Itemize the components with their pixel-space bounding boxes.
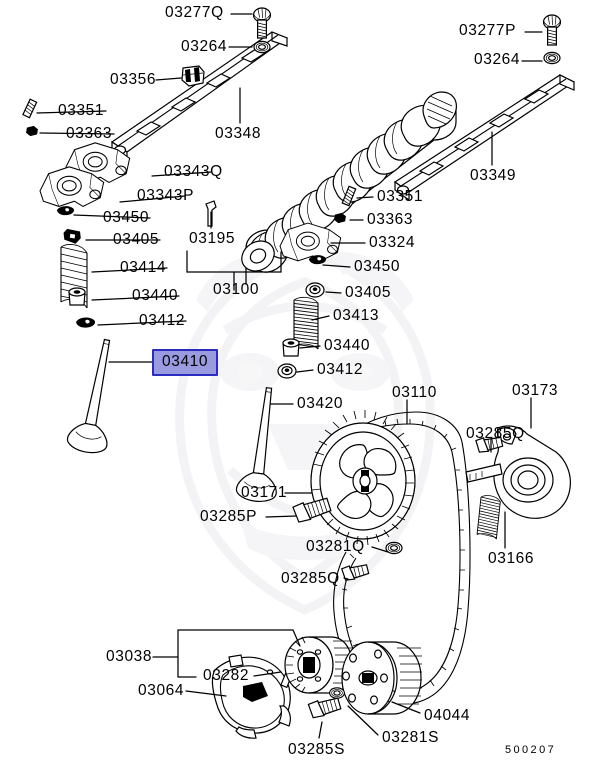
part-label-03110[interactable]: 03110 bbox=[392, 384, 437, 401]
part-label-03282[interactable]: 03282 bbox=[203, 667, 250, 684]
part-03173-tensioner bbox=[465, 425, 571, 519]
part-label-03343p[interactable]: 03343P bbox=[137, 187, 195, 204]
part-03285S-bolt bbox=[307, 697, 342, 719]
part-label-03285s[interactable]: 03285S bbox=[288, 741, 346, 758]
part-03285Q-bolt-tensioner bbox=[475, 436, 504, 453]
part-label-03324[interactable]: 03324 bbox=[369, 234, 416, 251]
part-label-03285q[interactable]: 03285Q bbox=[466, 425, 525, 442]
part-label-03166[interactable]: 03166 bbox=[488, 550, 535, 567]
part-03038-oil-pump-sprocket bbox=[284, 636, 353, 694]
part-label-03195[interactable]: 03195 bbox=[189, 230, 236, 247]
part-03351-adjust-screw-left bbox=[22, 98, 38, 119]
part-label-03038[interactable]: 03038 bbox=[106, 648, 153, 665]
part-label-03277q[interactable]: 03277Q bbox=[165, 4, 224, 21]
part-03351-adjust-screw-right bbox=[341, 185, 357, 207]
part-label-03281s[interactable]: 03281S bbox=[382, 729, 440, 746]
part-label-03349[interactable]: 03349 bbox=[470, 167, 517, 184]
part-03349-rocker-shaft bbox=[393, 74, 576, 202]
part-label-03412[interactable]: 03412 bbox=[139, 312, 186, 329]
part-label-03171[interactable]: 03171 bbox=[241, 484, 288, 501]
part-label-03450[interactable]: 03450 bbox=[354, 258, 401, 275]
part-label-03281q[interactable]: 03281Q bbox=[306, 538, 365, 555]
part-03285P-bolt bbox=[292, 497, 332, 523]
part-03285Q-bolt-center bbox=[341, 564, 370, 581]
part-label-03356[interactable]: 03356 bbox=[110, 71, 157, 88]
part-label-03420[interactable]: 03420 bbox=[297, 395, 344, 412]
part-label-03277p[interactable]: 03277P bbox=[459, 22, 517, 39]
part-label-03405[interactable]: 03405 bbox=[345, 284, 392, 301]
part-label-03413[interactable]: 03413 bbox=[333, 307, 380, 324]
part-label-04044[interactable]: 04044 bbox=[424, 707, 471, 724]
part-label-03440[interactable]: 03440 bbox=[324, 337, 371, 354]
part-label-03285q[interactable]: 03285Q bbox=[281, 570, 340, 587]
part-03064-plate bbox=[211, 654, 291, 739]
part-label-03450[interactable]: 03450 bbox=[103, 209, 150, 226]
part-03405-seat-left bbox=[63, 228, 81, 244]
part-label-03363[interactable]: 03363 bbox=[66, 125, 113, 142]
part-label-03351[interactable]: 03351 bbox=[377, 188, 424, 205]
part-label-03064[interactable]: 03064 bbox=[138, 682, 185, 699]
part-label-03264[interactable]: 03264 bbox=[181, 38, 228, 55]
part-label-03173[interactable]: 03173 bbox=[512, 382, 559, 399]
part-label-03285p[interactable]: 03285P bbox=[200, 508, 258, 525]
part-03356-clip bbox=[181, 65, 205, 87]
part-04044-crank-sprocket bbox=[341, 641, 422, 715]
part-label-03351[interactable]: 03351 bbox=[58, 102, 105, 119]
part-label-03405[interactable]: 03405 bbox=[113, 231, 160, 248]
part-label-03412[interactable]: 03412 bbox=[317, 361, 364, 378]
part-label-03348[interactable]: 03348 bbox=[215, 125, 262, 142]
part-03171-camshaft-sprocket bbox=[310, 410, 416, 546]
part-label-03414[interactable]: 03414 bbox=[120, 259, 167, 276]
part-label-03440[interactable]: 03440 bbox=[132, 287, 179, 304]
diagram-id: 500207 bbox=[505, 744, 557, 756]
part-label-03363[interactable]: 03363 bbox=[367, 211, 414, 228]
part-label-03264[interactable]: 03264 bbox=[474, 51, 521, 68]
part-label-03410[interactable]: 03410 bbox=[152, 349, 219, 376]
part-label-03100[interactable]: 03100 bbox=[213, 281, 260, 298]
part-label-03343q[interactable]: 03343Q bbox=[164, 163, 223, 180]
